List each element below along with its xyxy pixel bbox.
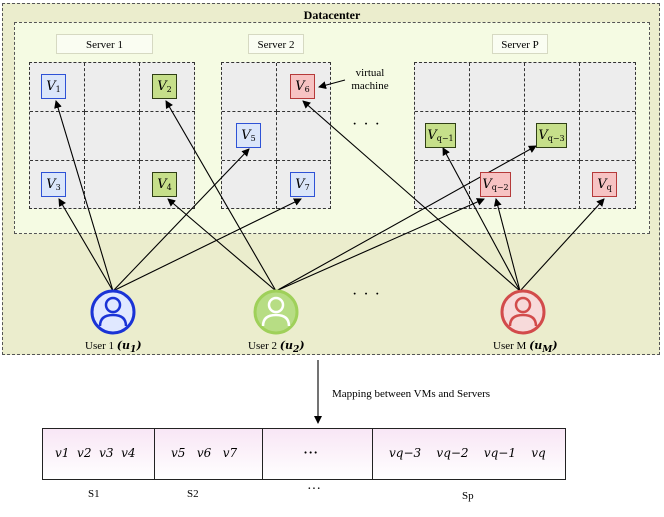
- mapping-bar: v1 v2 v3 v4 v5 v6 v7 ··· vq−3 vq−2 vq−1 …: [42, 428, 566, 480]
- user-2-label: User 2 (u2): [248, 339, 305, 356]
- user-m-label: User M (uM): [493, 339, 558, 356]
- vm-annotation: virtual machine: [340, 67, 400, 93]
- user-1-icon: [90, 289, 136, 335]
- label-sp: Sp: [462, 490, 474, 502]
- segment-s1: v1 v2 v3 v4: [43, 429, 155, 479]
- server-p-label: Server P: [492, 34, 548, 54]
- segment-sp: vq−3 vq−2 vq−1 vq: [373, 429, 565, 479]
- annotation-line-1: virtual: [355, 67, 385, 79]
- user-2-icon: [253, 289, 299, 335]
- server-1-label: Server 1: [56, 34, 153, 54]
- segment-sp-vms: vq−3 vq−2 vq−1 vq: [389, 446, 546, 460]
- segment-mid-dots: ···: [303, 443, 319, 462]
- segment-s2: v5 v6 v7: [155, 429, 263, 479]
- servers-ellipsis: · · ·: [352, 116, 381, 133]
- server-2-label: Server 2: [248, 34, 304, 54]
- user-1-label: User 1 (u1): [85, 339, 142, 356]
- annotation-line-2: machine: [351, 80, 389, 92]
- segment-s1-vms: v1 v2 v3 v4: [55, 446, 136, 460]
- segment-mid: ···: [263, 429, 373, 479]
- label-mid: ···: [307, 482, 321, 497]
- label-s2: S2: [187, 488, 199, 500]
- datacenter-title: Datacenter: [303, 8, 361, 22]
- segment-s2-vms: v5 v6 v7: [171, 446, 238, 460]
- mapping-label: Mapping between VMs and Servers: [332, 388, 491, 400]
- user-m-icon: [500, 289, 546, 335]
- label-s1: S1: [88, 488, 100, 500]
- users-ellipsis: · · ·: [352, 286, 381, 303]
